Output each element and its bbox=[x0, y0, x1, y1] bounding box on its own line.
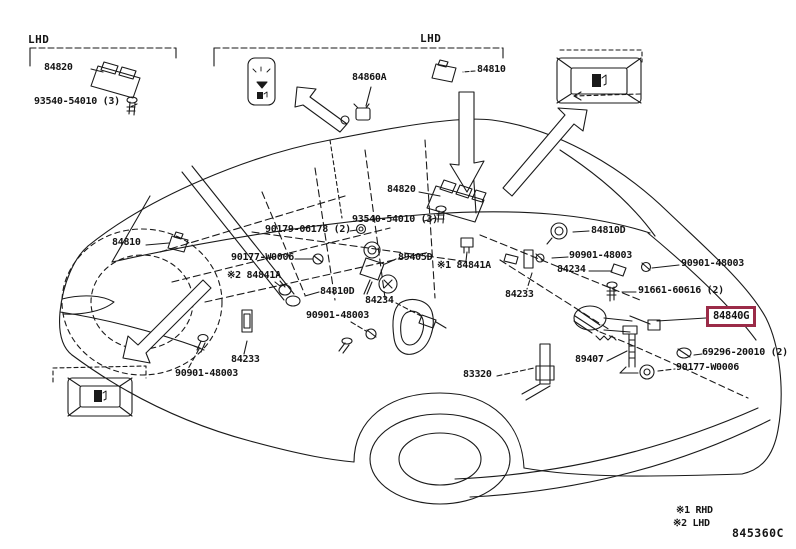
part-label-84840g-highlighted[interactable]: 84840G bbox=[706, 306, 757, 327]
part-label-89405d[interactable]: 89405D bbox=[398, 252, 433, 263]
part-label-84820-mid[interactable]: 84820 bbox=[387, 184, 416, 195]
arrow-down-left bbox=[122, 279, 212, 364]
part-label-84810-left[interactable]: 84810 bbox=[112, 237, 141, 248]
part-label-90901-right-a[interactable]: 90901-48003 bbox=[569, 250, 632, 261]
part-label-84233-right[interactable]: 84233 bbox=[505, 289, 534, 300]
part-label-84860a[interactable]: 84860A bbox=[352, 72, 387, 83]
section-brackets bbox=[29, 47, 643, 383]
part-label-84810d-right[interactable]: 84810D bbox=[591, 225, 626, 236]
part-label-84234-right[interactable]: 84234 bbox=[557, 264, 586, 275]
part-label-84841a-rhd[interactable]: ※1 84841A bbox=[437, 260, 491, 271]
part-glyphs bbox=[90, 59, 692, 401]
part-label-84820-top[interactable]: 84820 bbox=[44, 62, 73, 73]
part-label-90901-mid[interactable]: 90901-48003 bbox=[306, 310, 369, 321]
car-body-outline bbox=[59, 118, 782, 505]
part-label-83320[interactable]: 83320 bbox=[463, 369, 492, 380]
part-label-84810d-mid[interactable]: 84810D bbox=[320, 286, 355, 297]
footnote-lhd: ※2 LHD bbox=[673, 518, 710, 529]
fuel-door-button-bottom bbox=[67, 377, 133, 417]
footnote-rhd: ※1 RHD bbox=[676, 505, 713, 516]
leader-lines bbox=[90, 68, 707, 377]
part-label-84841a-lhd[interactable]: ※2 84841A bbox=[227, 270, 281, 281]
switch-panel-glyph bbox=[247, 57, 276, 106]
figure-code: 845360C bbox=[732, 526, 784, 540]
part-label-90901-left[interactable]: 90901-48003 bbox=[175, 368, 238, 379]
part-label-90179[interactable]: 90179-06178 (2) bbox=[265, 224, 351, 235]
section-label-lhd-left: LHD bbox=[28, 33, 50, 46]
part-label-93540-mid[interactable]: 93540-54010 (3) bbox=[352, 214, 438, 225]
arrow-down bbox=[449, 91, 485, 193]
part-label-90901-right-b[interactable]: 90901-48003 bbox=[681, 258, 744, 269]
part-label-93540-top[interactable]: 93540-54010 (3) bbox=[34, 96, 120, 107]
arrow-up-left bbox=[294, 86, 348, 133]
fuel-pump-icon bbox=[94, 390, 107, 402]
fuel-pump-icon bbox=[592, 74, 607, 87]
part-label-84233-left[interactable]: 84233 bbox=[231, 354, 260, 365]
part-label-84810-top[interactable]: 84810 bbox=[477, 64, 506, 75]
part-label-91661[interactable]: 91661-60616 (2) bbox=[638, 285, 724, 296]
part-label-89407[interactable]: 89407 bbox=[575, 354, 604, 365]
direction-arrows bbox=[122, 86, 588, 364]
part-label-90177-left[interactable]: 90177-W0006 bbox=[231, 252, 294, 263]
part-label-90177-right[interactable]: 90177-W0006 bbox=[676, 362, 739, 373]
fuel-door-button-top bbox=[556, 57, 642, 104]
arrow-up-right bbox=[502, 107, 588, 197]
section-label-lhd-mid: LHD bbox=[420, 32, 442, 45]
part-label-69296[interactable]: 69296-20010 (2) bbox=[702, 347, 788, 358]
part-label-84234-mid[interactable]: 84234 bbox=[365, 295, 394, 306]
